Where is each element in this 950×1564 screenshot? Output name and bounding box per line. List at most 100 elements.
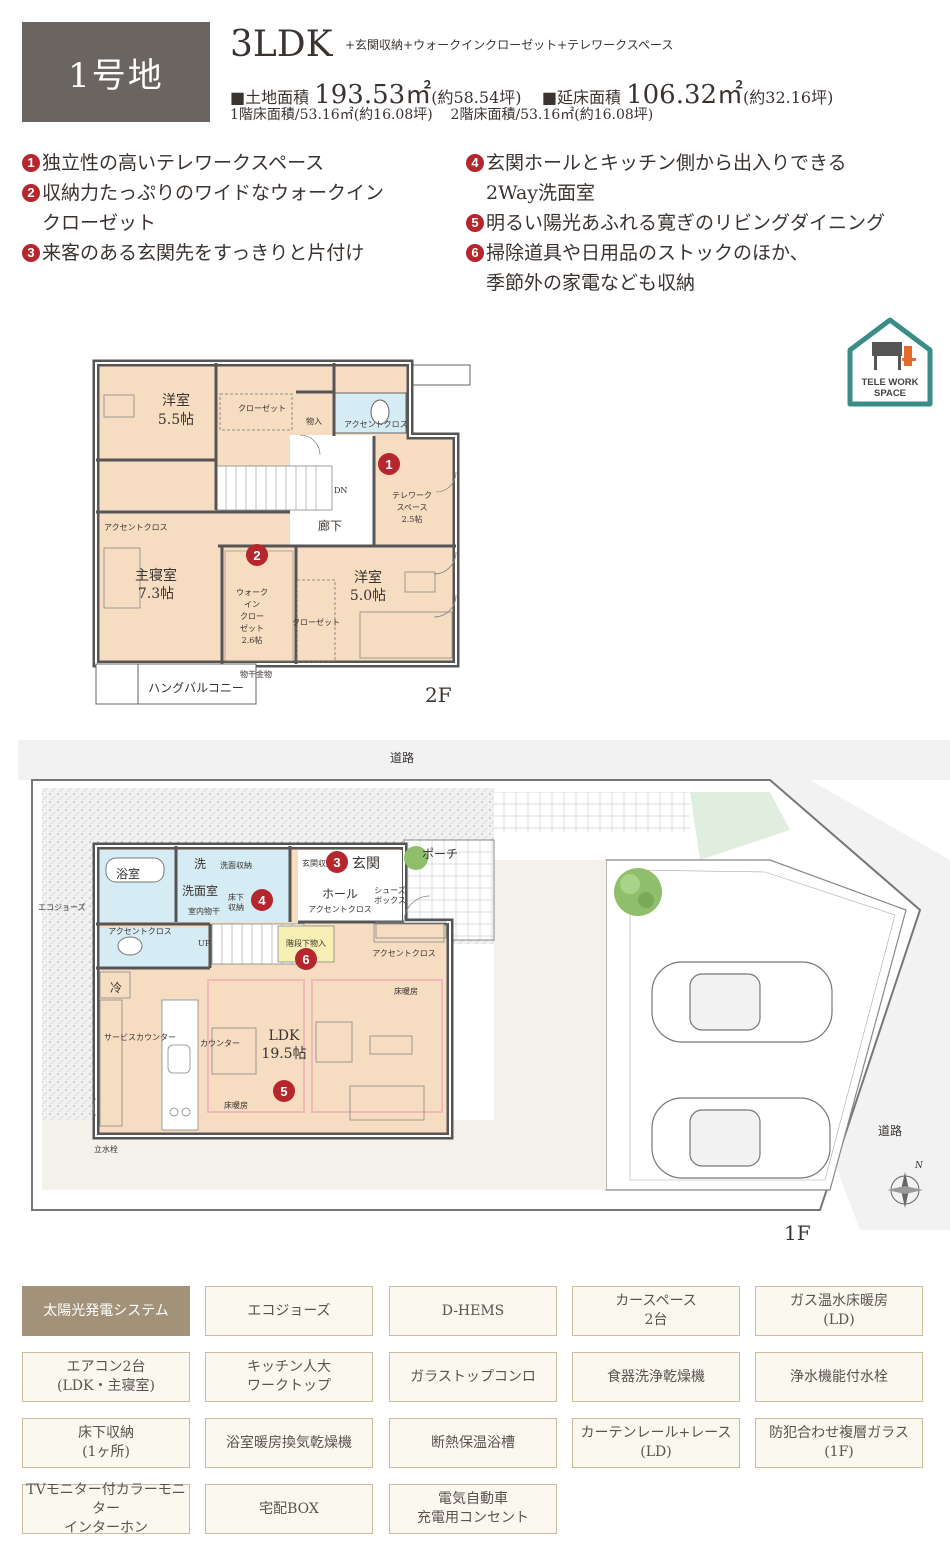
tree-icon (404, 846, 428, 870)
spec-item: 浴室暖房換気乾燥機 (205, 1418, 373, 1468)
svg-text:ハングバルコニー: ハングバルコニー (148, 681, 244, 695)
svg-text:5: 5 (280, 1084, 287, 1099)
svg-text:クローゼット: クローゼット (292, 617, 340, 627)
svg-text:ボックス: ボックス (374, 896, 406, 905)
plan-extra: +玄関収納+ウォークインクローゼット+テレワークスペース (345, 38, 674, 52)
svg-text:アクセントクロス: アクセントクロス (108, 927, 172, 936)
svg-text:DN: DN (334, 486, 347, 495)
spec-item: 宅配BOX (205, 1484, 373, 1534)
plan-2f: 洋室 5.5帖 クローゼット 物入 アクセントクロス DN テレワーク スペース… (92, 359, 471, 707)
badge-line1: TELE WORK (862, 377, 919, 388)
svg-text:物干金物: 物干金物 (240, 669, 272, 679)
plan-1f: 道路 道路 (18, 740, 950, 1245)
svg-text:4: 4 (258, 893, 266, 908)
land-area-value: 193.53㎡ (314, 80, 432, 110)
svg-text:洗面収納: 洗面収納 (220, 860, 252, 870)
svg-text:廊下: 廊下 (318, 518, 342, 533)
svg-text:カウンター: カウンター (200, 1039, 240, 1048)
svg-text:シューズ: シューズ (374, 885, 406, 895)
lot-number: 1号地 (22, 22, 210, 122)
floor-breakdown: 1階床面積/53.16㎡(約16.08坪) 2階床面積/53.16㎡(約16.0… (230, 104, 653, 124)
svg-text:床暖房: 床暖房 (224, 1100, 248, 1110)
spec-item: 防犯合わせ複層ガラス(1F) (755, 1418, 923, 1468)
compass-icon: N (887, 1161, 924, 1208)
svg-text:LDK: LDK (269, 1028, 301, 1044)
svg-text:ホール: ホール (322, 887, 358, 901)
marker-2: 2 (246, 544, 268, 566)
svg-text:7.3帖: 7.3帖 (138, 586, 174, 602)
car-icon-1 (651, 961, 833, 1043)
svg-text:床下: 床下 (228, 892, 244, 902)
svg-text:立水栓: 立水栓 (94, 1144, 118, 1154)
area-line: ■土地面積 193.53㎡(約58.54坪) ■延床面積 106.32㎡(約32… (230, 74, 833, 111)
svg-text:冷: 冷 (110, 981, 122, 995)
svg-text:5.0帖: 5.0帖 (350, 588, 386, 604)
telework-badge: TELE WORK SPACE (847, 317, 933, 407)
svg-text:物入: 物入 (306, 416, 322, 426)
spec-item: カーテンレール+レース(LD) (572, 1418, 740, 1468)
car-icon-2 (651, 1097, 831, 1179)
svg-text:ウォーク: ウォーク (236, 588, 268, 597)
svg-text:N: N (914, 1161, 924, 1171)
spec-item: TVモニター付カラーモニターインターホン (22, 1482, 190, 1536)
svg-text:収納: 収納 (228, 902, 244, 912)
floor2-area: 2階床面積/53.16㎡(約16.08坪) (450, 107, 654, 123)
floor1-area: 1階床面積/53.16㎡(約16.08坪) (230, 107, 433, 123)
svg-text:サービスカウンター: サービスカウンター (104, 1033, 176, 1042)
spec-item: 浄水機能付水栓 (755, 1352, 923, 1402)
marker-6: 6 (295, 948, 317, 970)
floor-area-value: 106.32㎡ (626, 80, 744, 110)
svg-text:3: 3 (333, 855, 340, 870)
svg-text:アクセントクロス: アクセントクロス (344, 420, 408, 429)
svg-text:階段下物入: 階段下物入 (286, 938, 326, 948)
spec-item: D-HEMS (389, 1286, 557, 1336)
svg-text:1: 1 (385, 457, 392, 472)
feature-item-cont: 2Way洗面室 (486, 182, 596, 204)
spec-item: キッチン人大ワークトップ (205, 1352, 373, 1402)
floor-tag-2f: 2F (425, 683, 452, 707)
svg-text:アクセントクロス: アクセントクロス (104, 523, 168, 532)
svg-text:UP: UP (198, 939, 211, 948)
svg-text:エコジョーズ: エコジョーズ (38, 902, 86, 912)
svg-text:洗面室: 洗面室 (182, 883, 218, 898)
floor-plans: 洋室 5.5帖 クローゼット 物入 アクセントクロス DN テレワーク スペース… (18, 359, 950, 1245)
floor-area-label: ■延床面積 (541, 88, 621, 107)
spec-item: 太陽光発電システム (22, 1286, 190, 1336)
svg-text:道路: 道路 (878, 1123, 902, 1138)
marker-3: 3 (326, 851, 348, 873)
svg-text:5.5帖: 5.5帖 (158, 412, 194, 428)
svg-text:アクセントクロス: アクセントクロス (372, 949, 436, 958)
svg-text:玄関収納: 玄関収納 (302, 858, 334, 868)
svg-text:スペース: スペース (396, 503, 427, 512)
svg-text:2.6帖: 2.6帖 (242, 635, 263, 645)
floor-tag-1f: 1F (784, 1221, 811, 1245)
feature-item-cont: クローゼット (42, 212, 157, 234)
svg-text:19.5帖: 19.5帖 (261, 1046, 306, 1062)
spec-item: エコジョーズ (205, 1286, 373, 1336)
desk-icon (872, 342, 902, 356)
tree-icon (614, 868, 662, 916)
svg-text:洋室: 洋室 (162, 392, 190, 409)
svg-text:2: 2 (253, 548, 260, 563)
feature-item-cont: 季節外の家電なども収納 (486, 272, 696, 294)
spec-item: エアコン2台(LDK・主寝室) (22, 1352, 190, 1402)
spec-item: 断熱保温浴槽 (389, 1418, 557, 1468)
spec-item: ガラストップコンロ (389, 1352, 557, 1402)
land-area-tsubo: (約58.54坪) (431, 88, 522, 107)
svg-text:クロー: クロー (240, 612, 264, 621)
svg-text:テレワーク: テレワーク (392, 491, 432, 500)
svg-text:室内物干: 室内物干 (188, 906, 220, 916)
marker-1: 1 (378, 453, 400, 475)
svg-text:ゼット: ゼット (240, 623, 264, 633)
svg-text:イン: イン (244, 600, 260, 609)
spec-item: ガス温水床暖房(LD) (755, 1286, 923, 1336)
svg-text:玄関: 玄関 (352, 855, 380, 872)
